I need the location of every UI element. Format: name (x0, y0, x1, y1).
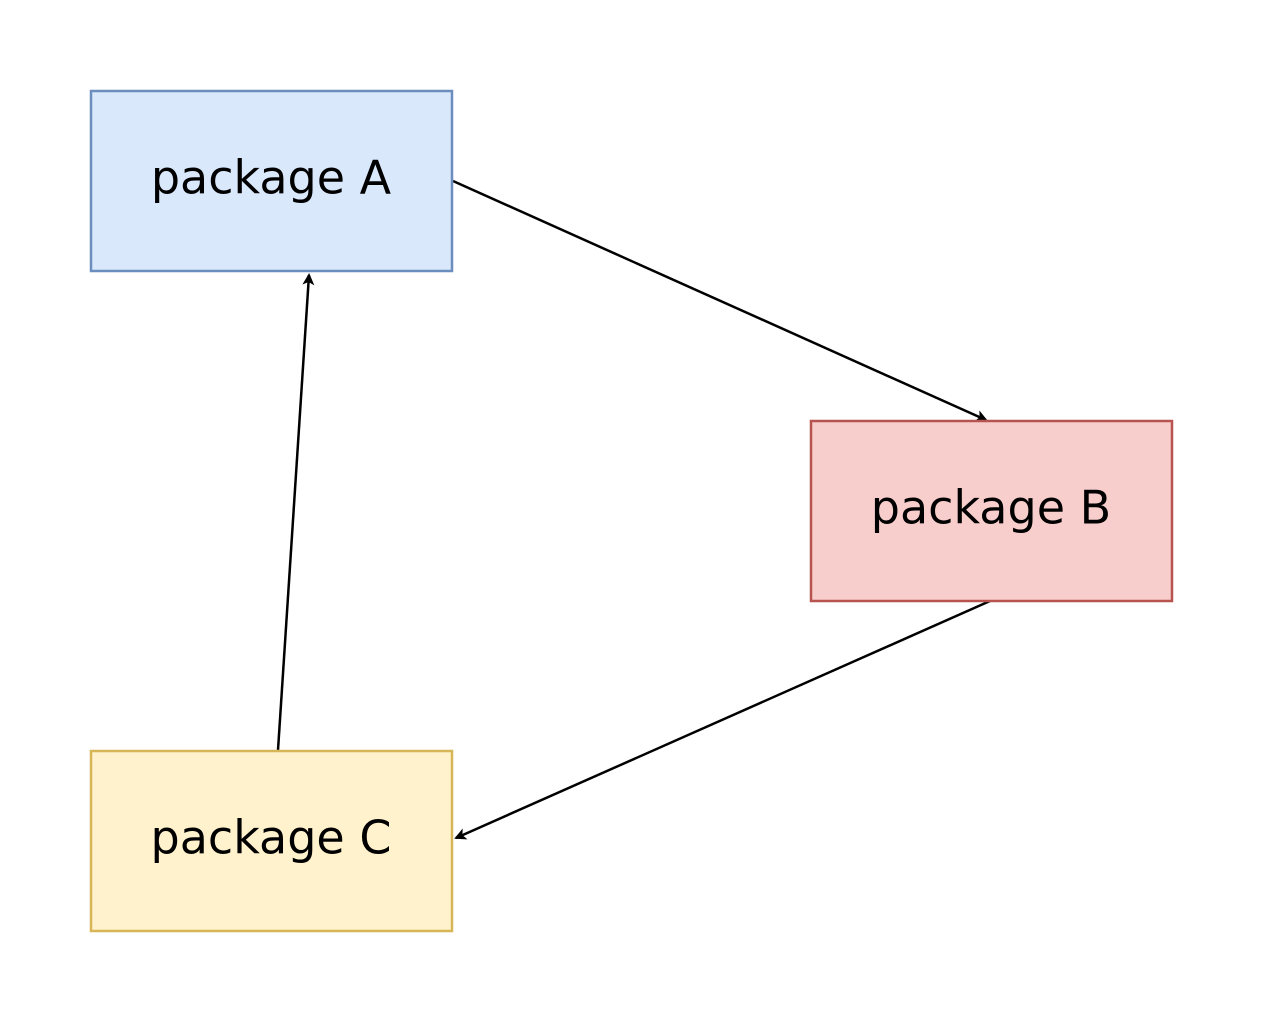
edge-b-to-c (454, 599, 991, 840)
node-package-c-label: package C (151, 811, 392, 865)
node-package-c-box (89, 749, 454, 933)
node-package-a-box (89, 89, 454, 273)
node-package-a[interactable]: package A (89, 89, 454, 273)
edge-c-to-a (276, 273, 315, 751)
node-package-b-label: package B (871, 481, 1111, 535)
edge-a-to-b (452, 179, 988, 422)
node-package-b[interactable]: package B (809, 419, 1174, 603)
node-package-a-label: package A (151, 151, 392, 205)
node-package-c[interactable]: package C (89, 749, 454, 933)
node-package-b-box (809, 419, 1174, 603)
